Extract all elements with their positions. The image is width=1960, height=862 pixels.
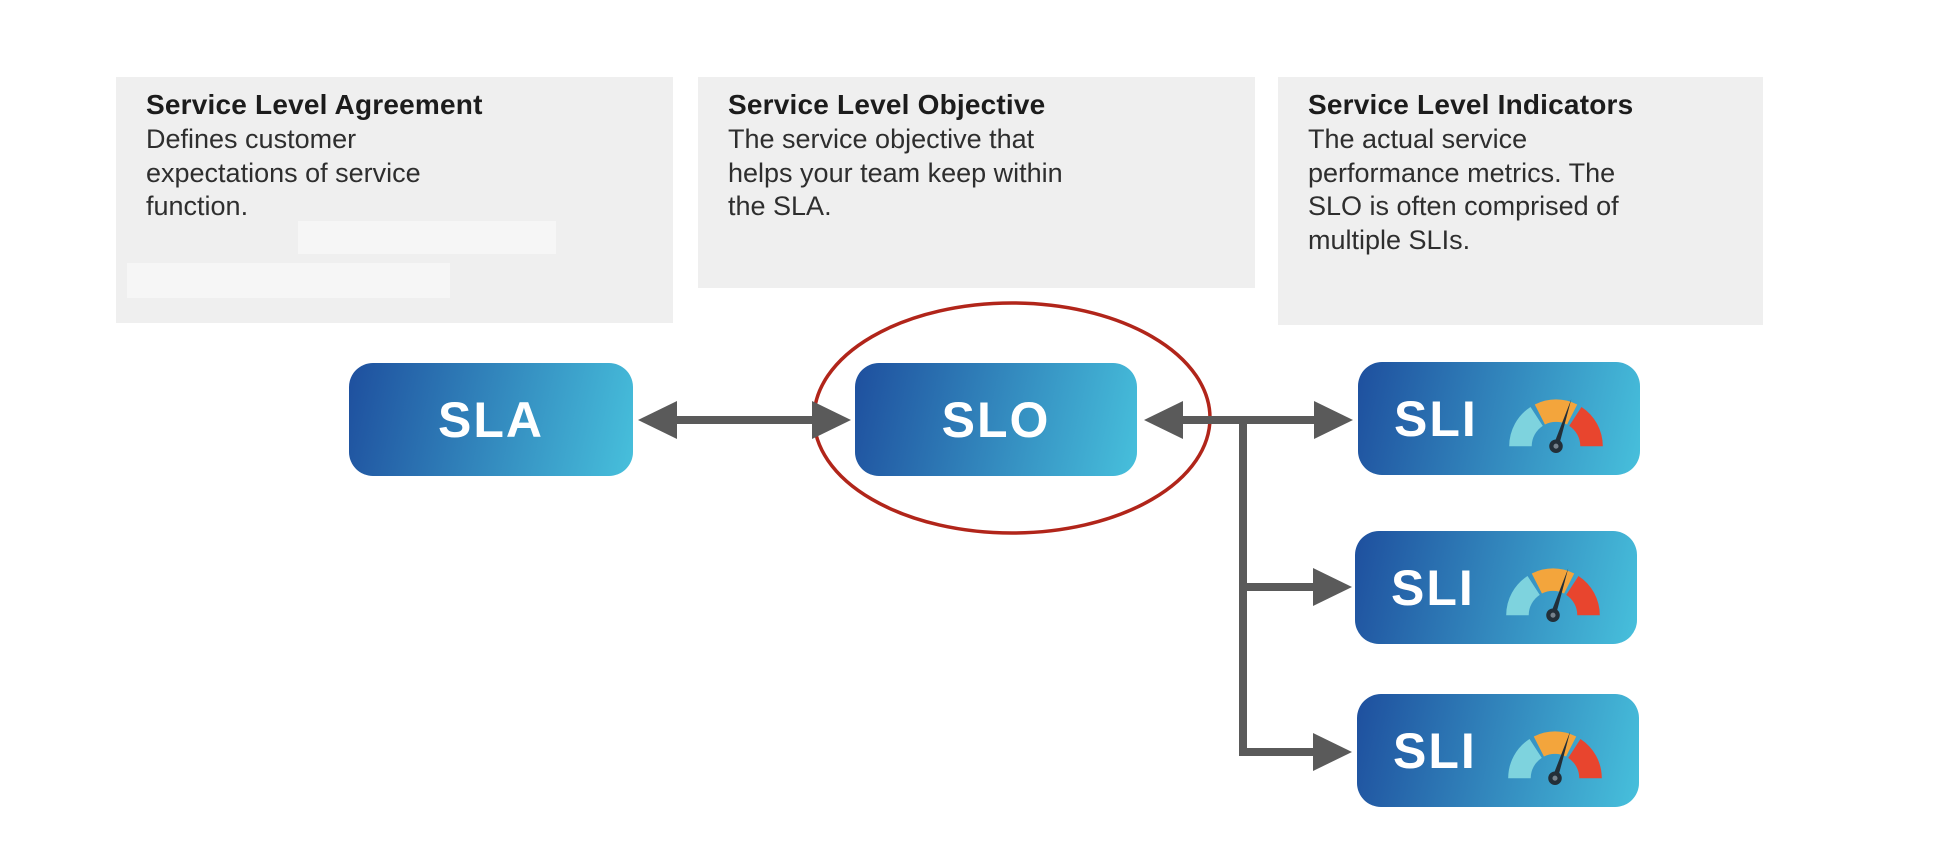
redacted-text: [298, 221, 556, 254]
note-slo: Service Level Objective The service obje…: [698, 77, 1255, 288]
note-sli-title: Service Level Indicators: [1308, 89, 1634, 120]
gauge-segment-high: [1566, 575, 1600, 615]
gauge-pivot-dot: [1552, 775, 1558, 781]
arrowhead-right: [1313, 733, 1352, 771]
node-sli-2: SLI: [1355, 531, 1637, 644]
note-slo-title: Service Level Objective: [728, 89, 1046, 120]
gauge-segment-mid: [1531, 568, 1575, 594]
node-sli-label: SLI: [1394, 390, 1478, 447]
gauge-icon: [1506, 567, 1600, 622]
note-sli-body: The actual service performance metrics. …: [1308, 124, 1619, 255]
note-slo-body: The service objective that helps your te…: [728, 124, 1063, 221]
gauge-segment-high: [1569, 406, 1603, 446]
node-sli-3: SLI: [1357, 694, 1639, 807]
branch-trunk: [1239, 416, 1316, 756]
note-sli: Service Level Indicators The actual serv…: [1278, 77, 1763, 325]
arrowhead-right: [1314, 401, 1353, 439]
node-slo: SLO: [855, 363, 1137, 476]
arrowhead-right: [812, 401, 851, 439]
node-sli-1: SLI: [1358, 362, 1640, 475]
arrowhead-left: [1144, 401, 1183, 439]
arrow-slo-sli-tree: [1144, 401, 1353, 771]
gauge-segment-low: [1506, 575, 1540, 615]
node-slo-label: SLO: [941, 391, 1051, 448]
gauge-segment-mid: [1534, 399, 1578, 425]
gauge-segment-low: [1508, 738, 1542, 778]
note-sla-body: Defines customer expectations of service…: [146, 124, 421, 221]
gauge-icon: [1509, 398, 1603, 453]
redacted-text: [127, 263, 450, 298]
node-sli-label: SLI: [1391, 559, 1475, 616]
node-sli-label: SLI: [1393, 722, 1477, 779]
gauge-segment-mid: [1533, 731, 1577, 757]
gauge-needle: [1552, 730, 1571, 779]
gauge-needle: [1553, 398, 1572, 447]
arrowhead-right: [1313, 568, 1352, 606]
gauge-segment-low: [1509, 406, 1543, 446]
gauge-needle: [1550, 567, 1569, 616]
gauge-icon: [1508, 730, 1602, 785]
node-sla-label: SLA: [438, 391, 544, 448]
gauge-segment-high: [1568, 738, 1602, 778]
arrow-sla-slo: [638, 401, 851, 439]
gauge-pivot-dot: [1553, 443, 1559, 449]
note-sla-title: Service Level Agreement: [146, 89, 483, 120]
node-sla: SLA: [349, 363, 633, 476]
gauge-pivot-dot: [1550, 612, 1556, 618]
arrowhead-left: [638, 401, 677, 439]
